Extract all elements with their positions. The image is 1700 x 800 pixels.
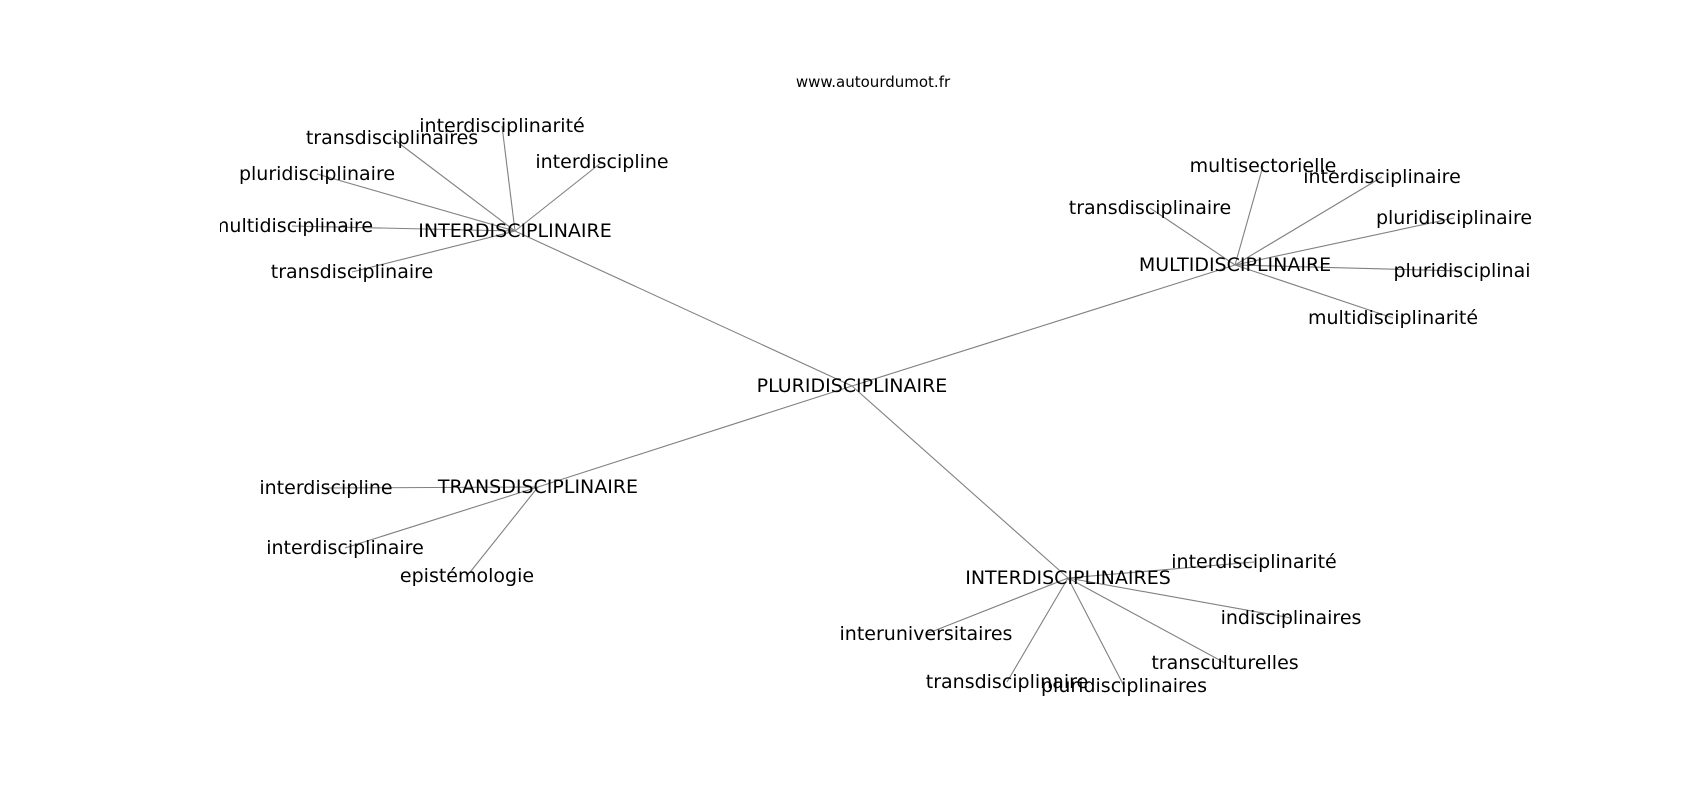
edge-hub-1-leaf-3 xyxy=(1234,217,1455,266)
edge-hub-1-leaf-5 xyxy=(1234,264,1394,319)
leaf-node: multidisciplinaire xyxy=(211,215,373,237)
leaf-node: interdiscipline xyxy=(535,151,668,173)
leaf-node: transdisciplinaires xyxy=(306,127,478,149)
edges xyxy=(291,125,1463,687)
edge-hub-3-leaf-5 xyxy=(1067,577,1125,687)
leaf-node: pluridisciplinaire xyxy=(239,163,395,185)
leaf-node: pluridisciplinai xyxy=(1393,260,1530,282)
edge-center-hub-3 xyxy=(851,385,1069,579)
leaf-node: interdisciplinaire xyxy=(266,537,424,559)
leaf-node: interdisciplinaire xyxy=(1303,166,1461,188)
node-labels: PLURIDISCIPLINAIRE INTERDISCIPLINAIRE tran… xyxy=(211,115,1532,697)
edge-hub-0-leaf-4 xyxy=(291,225,516,232)
edge-hub-3-leaf-3 xyxy=(1067,577,1226,664)
hub-node-2: TRANSDISCIPLINAIRE xyxy=(437,476,638,498)
edge-hub-1-leaf-2 xyxy=(1149,207,1236,266)
leaf-node: multisectorielle xyxy=(1190,155,1337,177)
leaf-node: interdisciplinarité xyxy=(1171,551,1336,573)
edge-hub-3-leaf-0 xyxy=(1067,561,1255,579)
leaf-node: multidisciplinarité xyxy=(1308,307,1478,329)
edge-hub-3-leaf-4 xyxy=(1006,577,1069,683)
leaf-node: interdiscipline xyxy=(259,477,392,499)
hub-node-0: INTERDISCIPLINAIRE xyxy=(418,220,611,242)
edge-hub-0-leaf-0 xyxy=(391,137,516,232)
leaf-node: transdisciplinaire xyxy=(926,671,1088,693)
leaf-node: pluridisciplinaires xyxy=(1041,675,1207,697)
edge-hub-0-leaf-2 xyxy=(514,161,603,232)
edge-hub-1-leaf-1 xyxy=(1234,176,1383,266)
hub-node-1: MULTIDISCIPLINAIRE xyxy=(1139,254,1331,276)
leaf-node: interuniversitaires xyxy=(840,623,1013,645)
edge-hub-2-leaf-1 xyxy=(344,486,539,549)
center-node: PLURIDISCIPLINAIRE xyxy=(757,375,948,397)
leaf-node: transculturelles xyxy=(1151,652,1298,674)
leaf-node: transdisciplinaire xyxy=(271,261,433,283)
leaf-node: indisciplinaires xyxy=(1221,607,1362,629)
leaf-node: epistémologie xyxy=(400,565,534,587)
edge-hub-3-leaf-2 xyxy=(925,577,1069,635)
edge-hub-0-leaf-1 xyxy=(501,125,516,232)
edge-hub-1-leaf-4 xyxy=(1234,264,1463,272)
leaf-node: interdisciplinarité xyxy=(419,115,584,137)
edge-center-hub-2 xyxy=(537,385,853,488)
edge-hub-0-leaf-3 xyxy=(316,173,516,232)
hub-node-3: INTERDISCIPLINAIRES xyxy=(965,567,1171,589)
edge-hub-0-leaf-5 xyxy=(351,230,516,273)
edge-center-hub-0 xyxy=(514,230,853,387)
edge-hub-3-leaf-1 xyxy=(1067,577,1292,619)
leaf-node: transdisciplinaire xyxy=(1069,197,1231,219)
edge-hub-1-leaf-0 xyxy=(1234,165,1264,266)
edge-hub-2-leaf-2 xyxy=(466,486,539,577)
edge-center-hub-1 xyxy=(851,264,1236,387)
source-credit: www.autourdumot.fr xyxy=(796,73,951,91)
leaf-node: pluridisciplinaire xyxy=(1376,207,1532,229)
edge-hub-2-leaf-0 xyxy=(325,486,539,489)
